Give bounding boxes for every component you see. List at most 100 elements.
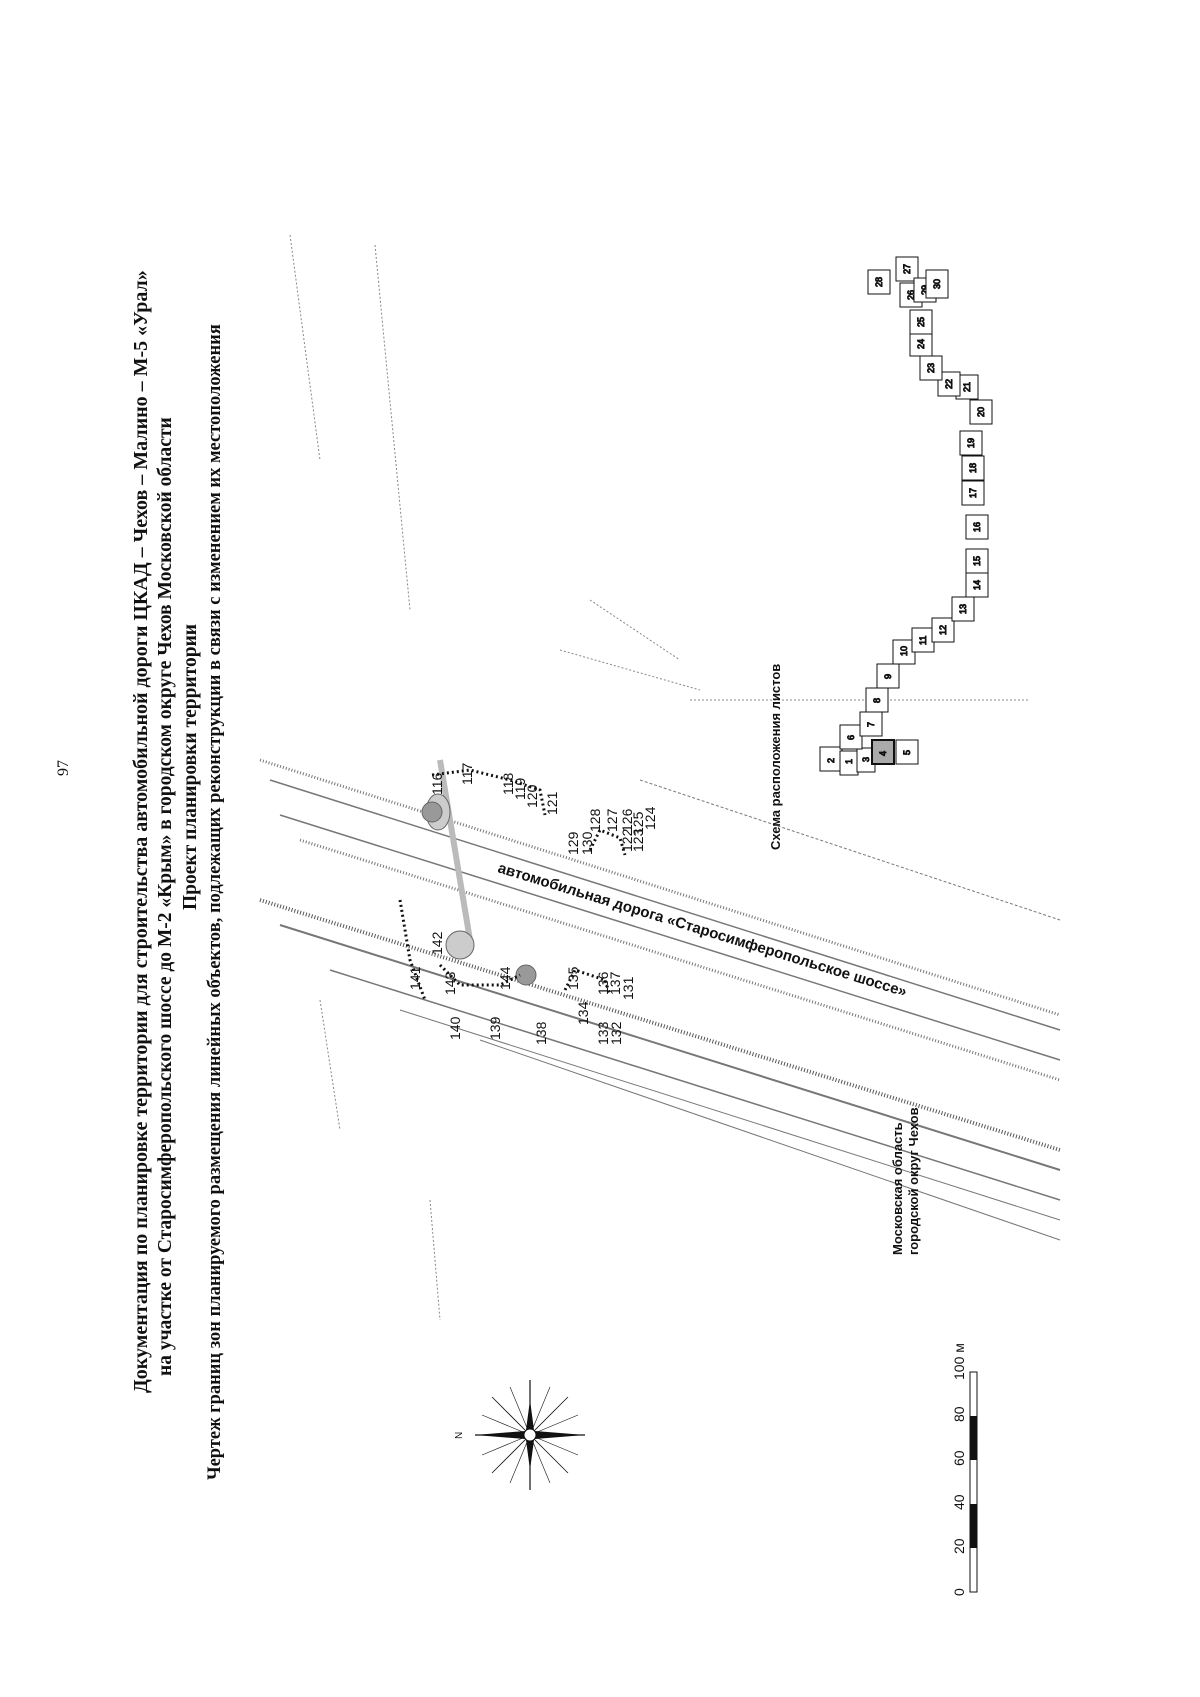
sheet-box: 24	[909, 331, 933, 357]
zone-boundary-line	[431, 768, 547, 816]
svg-text:15: 15	[972, 556, 982, 566]
crossing-structure	[421, 759, 537, 986]
point-label: 125	[630, 811, 646, 835]
svg-text:14: 14	[972, 580, 982, 590]
sheet-scheme: 2 1 3 4 5 6 7 8 9 10 11 12 13 14 15 16 1…	[819, 256, 993, 776]
sheet-box: 20	[969, 399, 993, 425]
road-edge-line	[279, 924, 1061, 1171]
point-label: 142	[429, 931, 445, 955]
zone-boundary-line	[588, 828, 627, 856]
sheet-box: 1	[839, 750, 859, 776]
sheet-box: 18	[961, 455, 985, 481]
sheet-box: 25	[909, 309, 933, 335]
scale-tick-label: 20	[951, 1538, 967, 1554]
road-edge-line	[259, 758, 1061, 1017]
svg-text:18: 18	[968, 463, 978, 473]
road-edge-line	[299, 838, 1061, 1082]
road-edge-line	[399, 1009, 1061, 1221]
point-label: 140	[447, 1016, 463, 1040]
sheet-scheme-title: Схема расположения листов	[768, 664, 783, 850]
point-label: 119	[512, 777, 528, 800]
point-label: 132	[608, 1021, 624, 1045]
north-label: N	[454, 1432, 465, 1439]
point-label: 133	[595, 1021, 611, 1045]
sheet-box: 21	[955, 374, 979, 400]
sheet-box: 8	[865, 687, 889, 713]
road-edge-line	[329, 969, 1061, 1201]
point-label: 144	[497, 966, 513, 990]
sheet-box: 12	[931, 617, 955, 643]
svg-text:25: 25	[916, 317, 926, 327]
sheet-box: 19	[959, 430, 983, 456]
sheet-box: 2	[819, 746, 843, 772]
point-label: 136	[595, 971, 611, 995]
point-label: 124	[642, 806, 658, 830]
svg-text:1: 1	[844, 759, 854, 764]
point-label: 123	[630, 828, 646, 852]
svg-text:30: 30	[932, 279, 942, 289]
scale-tick-label: 80	[951, 1406, 967, 1422]
point-label: 131	[620, 976, 636, 1000]
culvert-end	[445, 930, 475, 960]
sheet-box: 13	[951, 596, 975, 622]
point-label: 137	[607, 971, 623, 995]
boundary-line	[289, 234, 321, 461]
svg-text:22: 22	[944, 379, 954, 389]
node-marker	[515, 964, 537, 986]
road-edge-line	[479, 1039, 1061, 1241]
svg-text:12: 12	[938, 625, 948, 635]
svg-text:6: 6	[846, 735, 856, 740]
road-edge-line	[639, 779, 1061, 921]
point-label: 116	[429, 772, 445, 795]
svg-text:28: 28	[874, 277, 884, 287]
svg-text:21: 21	[962, 382, 972, 392]
road-edge-line	[279, 814, 1061, 1061]
sheet-box: 5	[895, 739, 919, 765]
svg-text:13: 13	[958, 604, 968, 614]
point-label: 134	[575, 1001, 591, 1025]
point-label: 135	[565, 966, 581, 990]
sheet-box: 23	[919, 355, 943, 381]
zone-boundary-line	[563, 968, 612, 996]
point-label: 138	[533, 1021, 549, 1045]
sheet-box: 28	[867, 269, 891, 295]
svg-text:17: 17	[968, 488, 978, 498]
sheet-box: 11	[911, 627, 935, 653]
culvert	[437, 759, 473, 941]
sheet-box-highlighted: 4	[871, 739, 895, 765]
sheet-box: 7	[859, 711, 883, 737]
svg-text:2: 2	[826, 758, 836, 763]
node-marker	[421, 801, 443, 823]
scale-tick-label: 0	[951, 1588, 967, 1596]
svg-text:16: 16	[972, 522, 982, 532]
sheet-box: 17	[961, 480, 985, 506]
sheet-box: 27	[895, 256, 919, 282]
point-label: 139	[487, 1016, 503, 1040]
svg-text:9: 9	[883, 674, 893, 679]
boundary-line	[559, 649, 701, 691]
point-label: 122	[619, 828, 635, 852]
zone-boundary-line	[398, 899, 427, 1001]
point-label: 130	[579, 831, 595, 855]
point-label: 118	[500, 772, 516, 795]
cadastral-lines	[289, 234, 1030, 1321]
sheet-box: 6	[839, 724, 863, 750]
svg-text:3: 3	[861, 757, 871, 762]
point-label: 141	[407, 966, 423, 990]
point-label: 129	[565, 831, 581, 855]
point-label: 117	[459, 762, 475, 785]
svg-text:8: 8	[872, 698, 882, 703]
svg-text:5: 5	[902, 750, 912, 755]
sheet-box: 14	[965, 572, 989, 598]
sheet-box: 22	[937, 371, 961, 397]
point-label: 128	[587, 808, 603, 832]
road-label: автомобильная дорога «Старосимферопольск…	[496, 860, 909, 1001]
point-label: 121	[544, 791, 560, 815]
boundary-line	[589, 599, 681, 661]
region-label-line-1: Московская область	[890, 1122, 905, 1255]
point-label: 143	[442, 971, 458, 995]
boundary-line	[319, 999, 341, 1131]
point-label: 120	[524, 784, 540, 808]
svg-text:24: 24	[916, 339, 926, 349]
